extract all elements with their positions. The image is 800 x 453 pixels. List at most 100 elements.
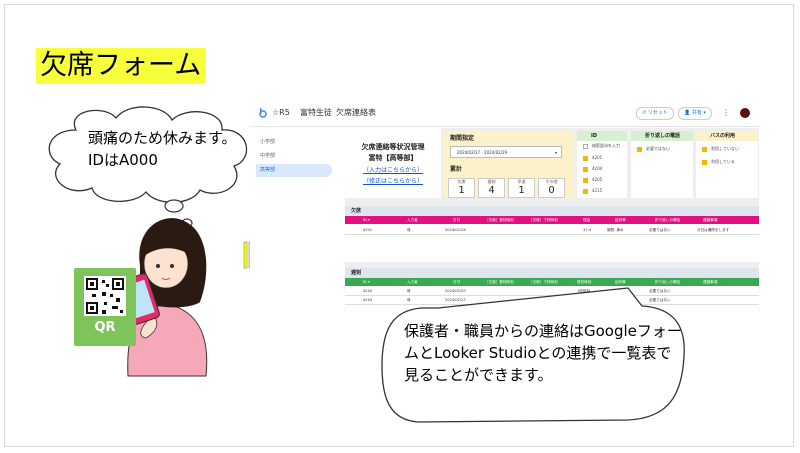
filter-option[interactable]: 利用している [702,159,735,165]
app-top-bar: ☆R5 富特生徒 欠席連絡表 ↺ リセット 👤 共有 ▾ ⋮ [250,100,760,127]
filter-id[interactable]: ID 検索語句を入力 4201 4204 4205 4215 [577,131,627,198]
looker-studio-logo-icon [259,108,267,118]
qr-code-icon [84,276,126,316]
column-header[interactable]: 連絡事項 [703,218,718,222]
nav-item-elementary[interactable]: 小学部 [260,139,276,145]
column-header[interactable]: 日付 [453,218,461,222]
thought-bubble-text: 頭痛のため休みます。IDはA000 [88,129,237,169]
nav-item-junior-high[interactable]: 中学部 [260,153,276,159]
slide-title: 欠席フォーム [36,48,206,84]
table-cell: 4201 [363,228,373,232]
table-cell: 2024/02/27 [445,298,466,302]
chevron-down-icon: ▾ [554,150,557,155]
filter-option[interactable]: 4204 [583,166,602,172]
count-value: 0 [548,185,555,196]
column-header[interactable]: ［欠席］下校時刻 [529,280,558,284]
filter-option[interactable]: 4201 [583,155,602,161]
count-value: 4 [488,185,495,196]
table-cell: 母 [407,228,411,232]
late-table-header: ID ▾ 入力者 日付 ［欠席］登校時刻 ［欠席］下校時刻 登校時刻 症状等 折… [345,278,759,286]
report-subtitle: 富特【高等部】 [368,154,418,162]
filter-option[interactable]: 4205 [583,177,602,183]
reset-button[interactable]: ↺ リセット [636,107,674,120]
filter-option[interactable]: 4215 [583,188,602,194]
filter-option[interactable]: 利用していない [702,146,739,152]
report-canvas: 欠席連絡等状況管理 富特【高等部】 （入力はこちらから） （修正はこちらから） … [345,128,759,305]
count-value: 1 [458,185,465,196]
column-header[interactable]: 症状等 [615,218,626,222]
table-cell: 微熱, 鼻水 [607,228,624,232]
share-button[interactable]: 👤 共有 ▾ [678,107,712,120]
count-label: 早退 [517,179,526,184]
count-value: 1 [518,185,525,196]
period-label: 期間指定 [450,135,475,142]
column-header[interactable]: 日付 [453,280,461,284]
report-header-panel: 欠席連絡等状況管理 富特【高等部】 （入力はこちらから） （修正はこちらから） [345,128,441,198]
breadcrumb-item[interactable]: ☆R5 [272,108,290,117]
page-sidenav: 小学部 中学部 高等部 [250,126,336,305]
input-form-link[interactable]: （入力はこちらから） [362,167,423,174]
column-header[interactable]: ［欠席］登校時刻 [485,218,514,222]
column-header[interactable]: 症状等 [615,280,626,284]
column-header[interactable]: 入力者 [407,218,418,222]
count-label: その他 [545,179,558,184]
more-menu-icon[interactable]: ⋮ [722,108,730,117]
report-title[interactable]: 欠席連絡表 [336,108,376,117]
absence-table-title: 欠席 [345,206,759,216]
table-cell: 1校時目 [577,289,591,293]
column-header[interactable]: ID ▾ [363,218,370,222]
looker-studio-screenshot: ☆R5 富特生徒 欠席連絡表 ↺ リセット 👤 共有 ▾ ⋮ 小学部 中学部 高… [250,100,760,305]
edit-form-link[interactable]: （修正はこちらから） [362,178,423,185]
column-header[interactable]: 折り返しの電話 [655,280,681,284]
table-cell: 必要ではない [649,289,671,293]
table-cell: 母 [407,298,411,302]
column-header[interactable]: 連絡事項 [703,280,718,284]
filter-callback[interactable]: 折り返しの電話 必要ではない [631,131,693,198]
absence-table: 欠席 ID ▾ 入力者 日付 ［欠席］登校時刻 ［欠席］下校時刻 理由 症状等 … [345,206,759,262]
avatar[interactable] [740,108,750,118]
reset-label: リセット [647,110,668,116]
table-cell: 必要ではない [649,298,671,302]
table-cell: 2024/02/29 [445,289,466,293]
column-header[interactable]: ［欠席］登校時刻 [485,280,514,284]
count-label: 遅刻 [487,179,496,184]
share-label: 共有 [691,110,702,116]
report-main-title: 欠席連絡等状況管理 [361,143,425,151]
table-cell: 4204 [363,289,373,293]
date-range-picker[interactable]: 2024/02/27 - 2024/02/29 ▾ [450,146,562,158]
nav-item-high-school[interactable]: 高等部 [256,164,332,177]
slide-border [4,4,794,447]
column-header[interactable]: 折り返しの電話 [655,218,681,222]
filter-search[interactable]: 検索語句を入力 [583,143,620,149]
qr-label: QR [94,320,116,335]
table-cell: 母 [407,289,411,293]
column-header[interactable]: ID ▾ [363,280,370,284]
filter-header: バスの利用 [696,131,758,141]
speech-bubble-text: 保護者・職員からの連絡はGoogleフォームとLooker Studioとの連携… [404,322,682,384]
total-label: 累計 [450,166,463,173]
filter-header: 折り返しの電話 [631,131,693,141]
column-header[interactable]: 入力者 [407,280,418,284]
table-cell: 必要ではない [649,228,671,232]
filter-header: ID [577,131,627,141]
filter-bus[interactable]: バスの利用 利用していない 利用している [696,131,758,198]
breadcrumb-item[interactable]: 富特生徒 [300,108,332,117]
table-cell: 2024/02/28 [445,228,466,232]
filter-option[interactable]: 必要ではない [637,146,670,152]
column-header[interactable]: 登校時刻 [577,280,592,284]
absence-table-header: ID ▾ 入力者 日付 ［欠席］登校時刻 ［欠席］下校時刻 理由 症状等 折り返… [345,216,759,224]
late-table-title: 遅刻 [345,268,759,278]
table-cell: 37.4 [583,228,592,232]
date-range-value: 2024/02/27 - 2024/02/29 [457,150,508,155]
table-cell: 4204 [363,298,373,302]
column-header[interactable]: ［欠席］下校時刻 [529,218,558,222]
table-row[interactable]: 4201 母 2024/02/28 37.4 微熱, 鼻水 必要ではない 今日は… [345,226,759,235]
speech-bubble [381,287,685,423]
column-header[interactable]: 理由 [583,218,591,222]
count-label: 欠席 [457,179,466,184]
